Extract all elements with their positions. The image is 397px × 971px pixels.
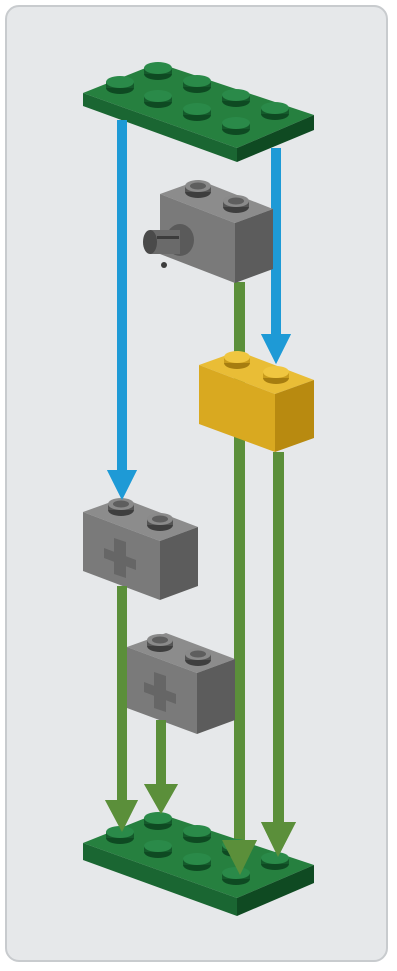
yellow-brick xyxy=(199,351,314,452)
instruction-panel xyxy=(5,5,388,962)
top-plate xyxy=(83,62,314,162)
blue-arrow-right-head xyxy=(261,334,291,364)
technic-brick-2 xyxy=(127,633,235,734)
arrowhead xyxy=(105,800,138,832)
axle-hole-icon xyxy=(104,538,136,578)
arrowhead xyxy=(261,822,296,857)
arrowhead xyxy=(144,784,178,814)
blue-arrow-left-head xyxy=(107,470,137,500)
arrowhead xyxy=(222,840,257,875)
green-arrow-yellow xyxy=(261,452,296,857)
bottom-plate xyxy=(83,812,314,916)
technic-brick-with-axle xyxy=(143,180,273,283)
axle-hole-icon xyxy=(144,672,176,712)
axle-icon xyxy=(143,224,194,268)
technic-brick-1 xyxy=(83,498,198,600)
blue-arrow-left xyxy=(107,120,137,500)
